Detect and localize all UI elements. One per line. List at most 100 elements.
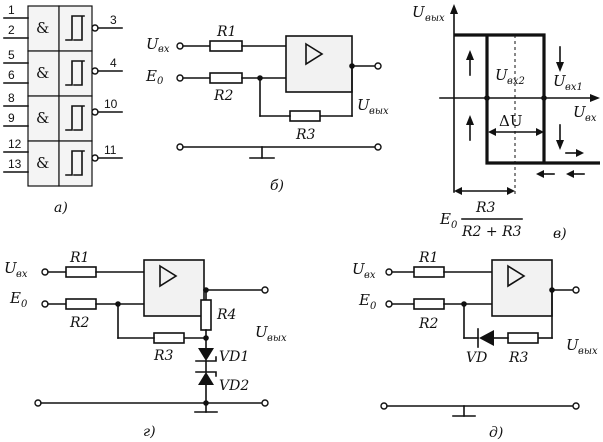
reference-label-sub: 0 — [21, 299, 28, 310]
gate-row-2: & 5 6 4 — [3, 48, 123, 97]
schmitt-cell — [58, 95, 93, 142]
vd2-label: VD2 — [219, 378, 249, 394]
resistor-r1 — [413, 266, 445, 278]
inverting-output-bubble — [91, 154, 99, 162]
zener-diode-vd2-icon — [195, 371, 217, 377]
reference-label-sub: 0 — [157, 76, 164, 87]
ground-terminal — [176, 143, 184, 151]
reference-terminal — [41, 300, 49, 308]
ground-terminal — [34, 399, 42, 407]
formula-numerator: R3 — [475, 200, 496, 216]
hysteresis-icon — [65, 105, 85, 131]
pin-label: 2 — [8, 23, 15, 37]
and-symbol: & — [36, 64, 49, 82]
pin-label: 5 — [8, 48, 15, 62]
input-terminal — [41, 268, 49, 276]
hysteresis-loop — [454, 33, 600, 165]
formula-prefix-sub: 0 — [451, 220, 458, 231]
zener-diode-vd1-icon — [195, 356, 217, 362]
and-symbol: & — [36, 109, 49, 127]
pin-label: 1 — [8, 3, 15, 17]
resistor-r2 — [209, 72, 243, 84]
r2-label: R2 — [213, 88, 234, 104]
input-label-sub: вх — [364, 270, 376, 281]
comparator-block — [285, 35, 353, 93]
amplifier-triangle-icon — [507, 264, 526, 288]
diode-vd-icon — [479, 330, 494, 346]
gate-row-3: & 8 9 10 — [3, 91, 123, 142]
inverting-output-bubble — [91, 67, 99, 75]
gate-row-1: & 1 2 3 — [3, 3, 123, 52]
y-axis-arrow-icon — [450, 4, 458, 14]
and-symbol: & — [36, 154, 49, 172]
output-terminal — [374, 62, 382, 70]
pin-label: 9 — [8, 111, 15, 125]
panel-caption: в) — [553, 226, 567, 242]
reference-label: E — [145, 67, 157, 85]
resistor-r1 — [65, 266, 97, 278]
output-label: U — [357, 96, 371, 114]
junction-node — [115, 301, 121, 307]
and-symbol: & — [36, 19, 49, 37]
left-arrow-icon — [566, 170, 574, 178]
panel-a-quad-schmitt-nand: & 1 2 3 & 5 6 4 & — [3, 3, 123, 216]
up-arrow-icon — [466, 115, 474, 125]
input-terminal — [385, 268, 393, 276]
y-axis-label-sub: вых — [425, 13, 445, 24]
pin-label: 13 — [8, 157, 22, 171]
junction-node — [461, 301, 467, 307]
hysteresis-icon — [65, 150, 85, 176]
panel-b-comparator-schematic: U вх E 0 R1 R2 R3 U вых б) — [145, 24, 389, 194]
gate-row-4: & 12 13 11 — [3, 137, 123, 187]
output-label: U — [255, 323, 269, 341]
vd1-label: VD1 — [219, 349, 249, 365]
dimension-arrow-icon — [536, 128, 544, 136]
inverting-output-bubble — [91, 24, 99, 32]
output-terminal — [261, 286, 269, 294]
x-axis-label: U — [573, 103, 587, 121]
vd-label: VD — [466, 350, 487, 366]
panel-d-diode-feedback-schematic: U вх E 0 R1 R2 R3 VD U вых — [352, 250, 598, 441]
r1-label: R1 — [418, 250, 438, 266]
comparator-block — [491, 259, 553, 317]
pin-label: 10 — [104, 97, 118, 111]
panel-caption: б) — [270, 178, 284, 194]
panel-caption: г) — [143, 424, 156, 440]
r3-label: R3 — [153, 348, 174, 364]
input-label-sub: вх — [158, 44, 170, 55]
down-arrow-icon — [556, 140, 564, 150]
threshold-point — [484, 95, 490, 101]
threshold-1-label-sub: вх1 — [565, 82, 583, 93]
r1-label: R1 — [216, 24, 236, 40]
r2-label: R2 — [418, 316, 439, 332]
junction-node — [257, 75, 263, 81]
resistor-r2 — [65, 298, 97, 310]
up-arrow-icon — [466, 50, 474, 60]
ground-terminal — [380, 402, 388, 410]
threshold-2-label: U — [495, 66, 509, 84]
panel-caption: а) — [54, 200, 68, 216]
resistor-r1 — [209, 40, 243, 52]
resistor-r3 — [507, 332, 539, 344]
ground-terminal — [374, 143, 382, 151]
dimension-arrow-icon — [488, 128, 496, 136]
left-arrow-icon — [536, 170, 544, 178]
dimension-arrow-icon — [454, 187, 462, 195]
input-label-sub: вх — [16, 269, 28, 280]
and-cell — [27, 140, 60, 187]
r2-label: R2 — [69, 315, 90, 331]
panel-g-zener-clamp-schematic: U вх E 0 R1 R2 R4 R3 VD1 — [4, 250, 287, 440]
x-axis-label-sub: вх — [585, 113, 597, 124]
hysteresis-icon — [65, 60, 85, 86]
pin-label: 11 — [104, 143, 117, 157]
input-label: U — [146, 35, 160, 53]
amplifier-triangle-icon — [305, 42, 324, 66]
output-label-sub: вых — [578, 346, 598, 357]
r1-label: R1 — [69, 250, 89, 266]
schmitt-cell — [58, 140, 93, 187]
junction-node — [203, 400, 209, 406]
pin-label: 8 — [8, 91, 15, 105]
output-terminal — [572, 286, 580, 294]
